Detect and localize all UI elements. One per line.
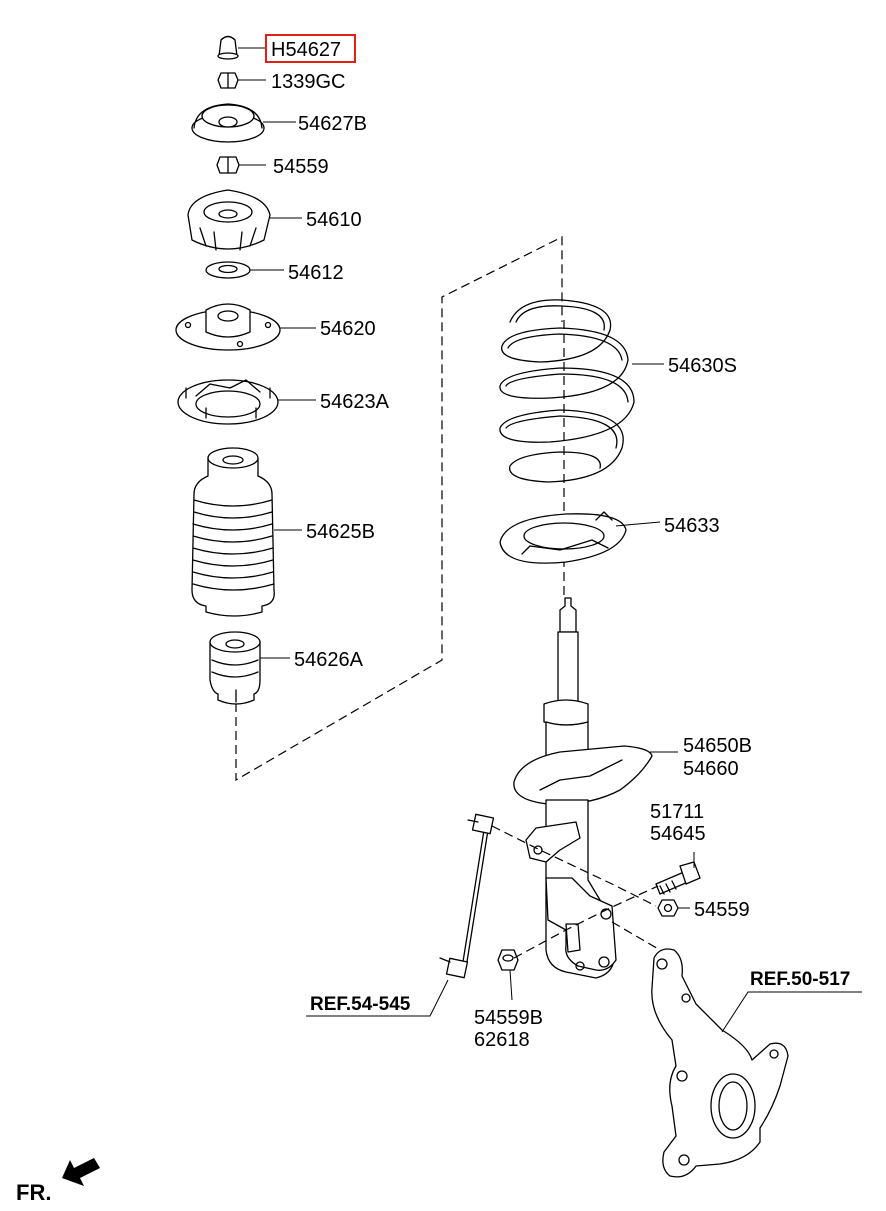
cap-h54627[interactable] — [217, 35, 239, 60]
label-54633[interactable]: 54633 — [664, 515, 720, 537]
nut-54559-mid[interactable] — [657, 899, 679, 917]
label-54620[interactable]: 54620 — [320, 318, 376, 340]
bracket-54623a[interactable] — [177, 379, 279, 425]
washer-54612[interactable] — [205, 261, 251, 279]
cup-54627b[interactable] — [191, 103, 265, 143]
ref-link-right[interactable]: REF.50-517 — [750, 969, 850, 990]
label-54630s[interactable]: 54630S — [668, 355, 737, 377]
label-1339gc[interactable]: 1339GC — [271, 71, 346, 93]
insulator-54610[interactable] — [187, 189, 271, 251]
label-54612[interactable]: 54612 — [288, 262, 344, 284]
coil-spring-54630s[interactable] — [499, 299, 635, 483]
label-54645[interactable]: 54645 — [650, 823, 706, 845]
label-54559b[interactable]: 54559B — [474, 1007, 543, 1029]
upper-seat-54620[interactable] — [175, 303, 281, 351]
assembly-dashed-outline — [235, 236, 563, 782]
label-54650b[interactable]: 54650B — [683, 735, 752, 757]
bolt-axis-dashed — [491, 825, 657, 907]
lower-bolt-axis-dashed — [513, 885, 659, 959]
knuckle-axis-dashed — [611, 921, 661, 951]
dust-boot-54625b[interactable] — [191, 447, 275, 617]
leader-lines — [238, 47, 862, 1033]
label-54627b[interactable]: 54627B — [298, 113, 367, 135]
label-54559-top[interactable]: 54559 — [273, 156, 329, 178]
nut-1339gc[interactable] — [217, 72, 239, 89]
label-51711[interactable]: 51711 — [650, 801, 704, 823]
label-62618[interactable]: 62618 — [474, 1029, 530, 1051]
highlight-box — [265, 34, 356, 63]
bump-stopper-54626a[interactable] — [209, 631, 261, 705]
front-arrow-icon — [62, 1158, 100, 1186]
front-direction-label: FR. — [16, 1180, 51, 1205]
label-54625b[interactable]: 54625B — [306, 521, 375, 543]
steering-knuckle[interactable] — [651, 948, 789, 1178]
label-54559-mid[interactable]: 54559 — [694, 899, 750, 921]
ref-link-left[interactable]: REF.54-545 — [310, 994, 411, 1015]
label-54626a[interactable]: 54626A — [294, 649, 364, 671]
stabilizer-link[interactable] — [439, 813, 495, 979]
strut-assembly-54650b[interactable] — [513, 597, 653, 979]
nut-54559b[interactable] — [497, 949, 519, 971]
lower-seat-54633[interactable] — [499, 511, 627, 564]
nut-54559-top[interactable] — [216, 156, 240, 174]
bolt-51711[interactable] — [655, 861, 701, 895]
label-h54627[interactable]: H54627 — [271, 39, 341, 61]
label-54623a[interactable]: 54623A — [320, 391, 390, 413]
label-54660[interactable]: 54660 — [683, 758, 739, 780]
label-54610[interactable]: 54610 — [306, 209, 362, 231]
